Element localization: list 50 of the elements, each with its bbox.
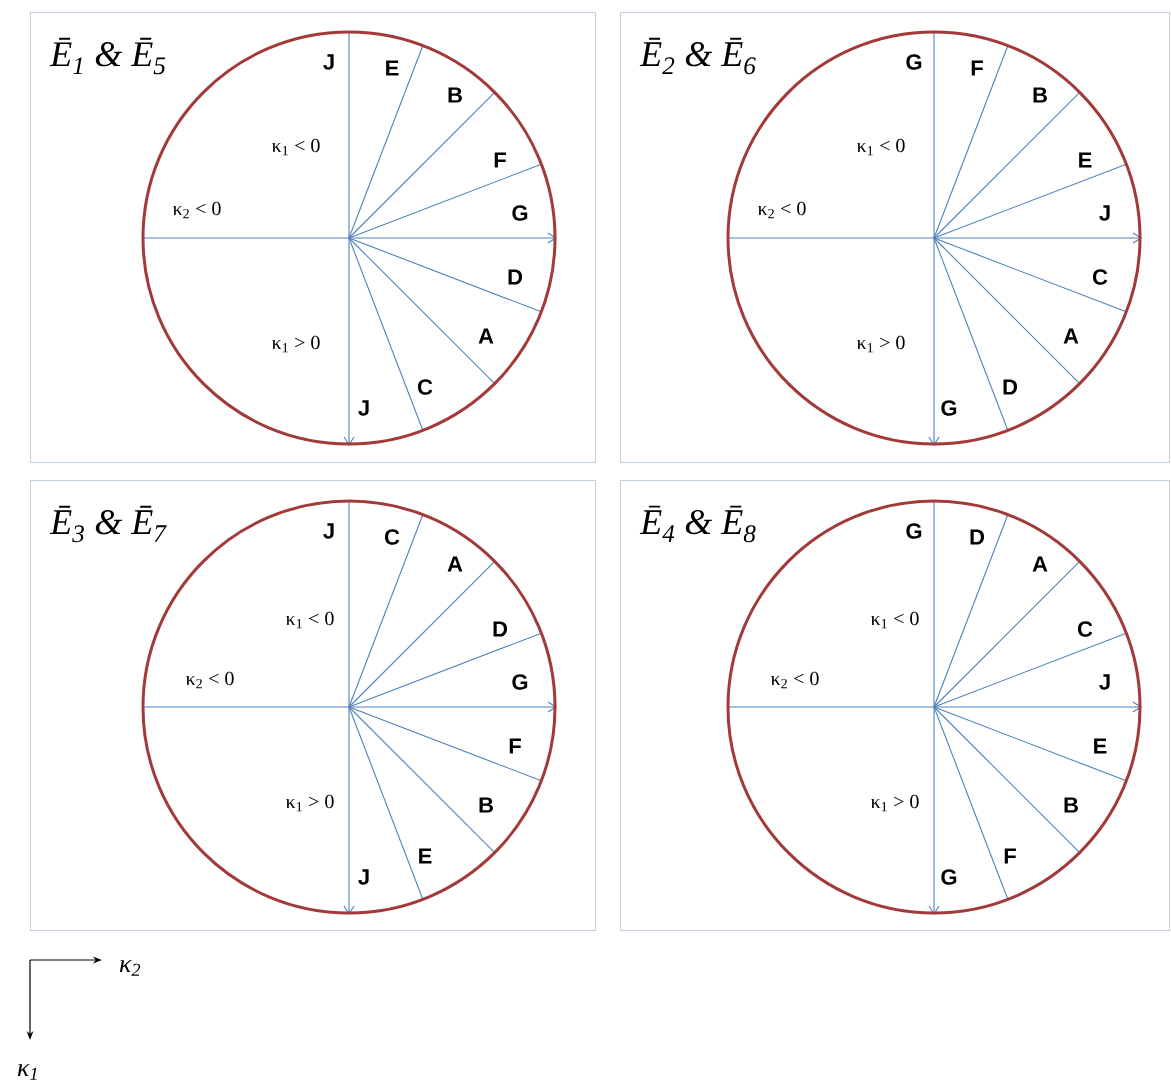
ray-letter: F xyxy=(509,738,521,754)
ray-letter: D xyxy=(508,269,522,285)
region-label: κ$_{2}$ < 0 xyxy=(185,671,234,689)
ray-letter: G xyxy=(941,869,957,885)
region-label: κ$_{2}$ < 0 xyxy=(757,201,806,219)
ray-letter: F xyxy=(1004,848,1016,864)
ray-letter: J xyxy=(323,523,334,539)
ray-letter: F xyxy=(494,152,506,168)
ray-letter: D xyxy=(493,621,507,637)
ray-letter: B xyxy=(448,87,462,103)
ray-letter: J xyxy=(358,400,369,416)
ray-letter: A xyxy=(1063,328,1079,344)
ray-letter: J xyxy=(1099,674,1110,690)
ray-letter: J xyxy=(1099,205,1110,221)
ray-letter: C xyxy=(417,379,433,395)
ray-letter: G xyxy=(906,523,922,539)
region-label: κ$_{1}$ < 0 xyxy=(285,611,334,629)
ray-letter: B xyxy=(1033,87,1047,103)
region-label: κ$_{1}$ < 0 xyxy=(856,138,905,156)
ray-letter: J xyxy=(323,54,334,70)
ray-letter: B xyxy=(1064,797,1078,813)
ray-letter: D xyxy=(1003,379,1017,395)
ray-letter: A xyxy=(447,556,463,572)
region-label: κ$_{1}$ > 0 xyxy=(856,335,905,353)
ray-letter: F xyxy=(971,60,983,76)
ray-letter: A xyxy=(1032,556,1048,572)
axis-label: κ$_{2}$ xyxy=(119,960,141,976)
ray-letter: G xyxy=(512,674,528,690)
region-label: κ$_{2}$ < 0 xyxy=(770,671,819,689)
ray-letter: J xyxy=(358,869,369,885)
region-label: κ$_{2}$ < 0 xyxy=(172,201,221,219)
region-label: κ$_{1}$ > 0 xyxy=(271,335,320,353)
ray-letter: G xyxy=(906,54,922,70)
ray-letter: E xyxy=(419,848,432,864)
region-label: κ$_{1}$ < 0 xyxy=(870,611,919,629)
ray-letter: C xyxy=(1077,621,1093,637)
ray-letter: E xyxy=(386,60,399,76)
region-label: κ$_{1}$ > 0 xyxy=(870,794,919,812)
axis-label: κ$_{1}$ xyxy=(17,1064,37,1080)
ray-letter: C xyxy=(1092,269,1108,285)
ray-letter: C xyxy=(384,529,400,545)
ray-letter: E xyxy=(1079,152,1092,168)
ray-letter: G xyxy=(941,400,957,416)
region-label: κ$_{1}$ < 0 xyxy=(271,138,320,156)
ray-letter: D xyxy=(970,529,984,545)
ray-letter: A xyxy=(478,328,494,344)
region-label: κ$_{1}$ > 0 xyxy=(285,794,334,812)
ray-letter: G xyxy=(512,205,528,221)
ray-letter: E xyxy=(1094,738,1107,754)
ray-letter: B xyxy=(479,797,493,813)
